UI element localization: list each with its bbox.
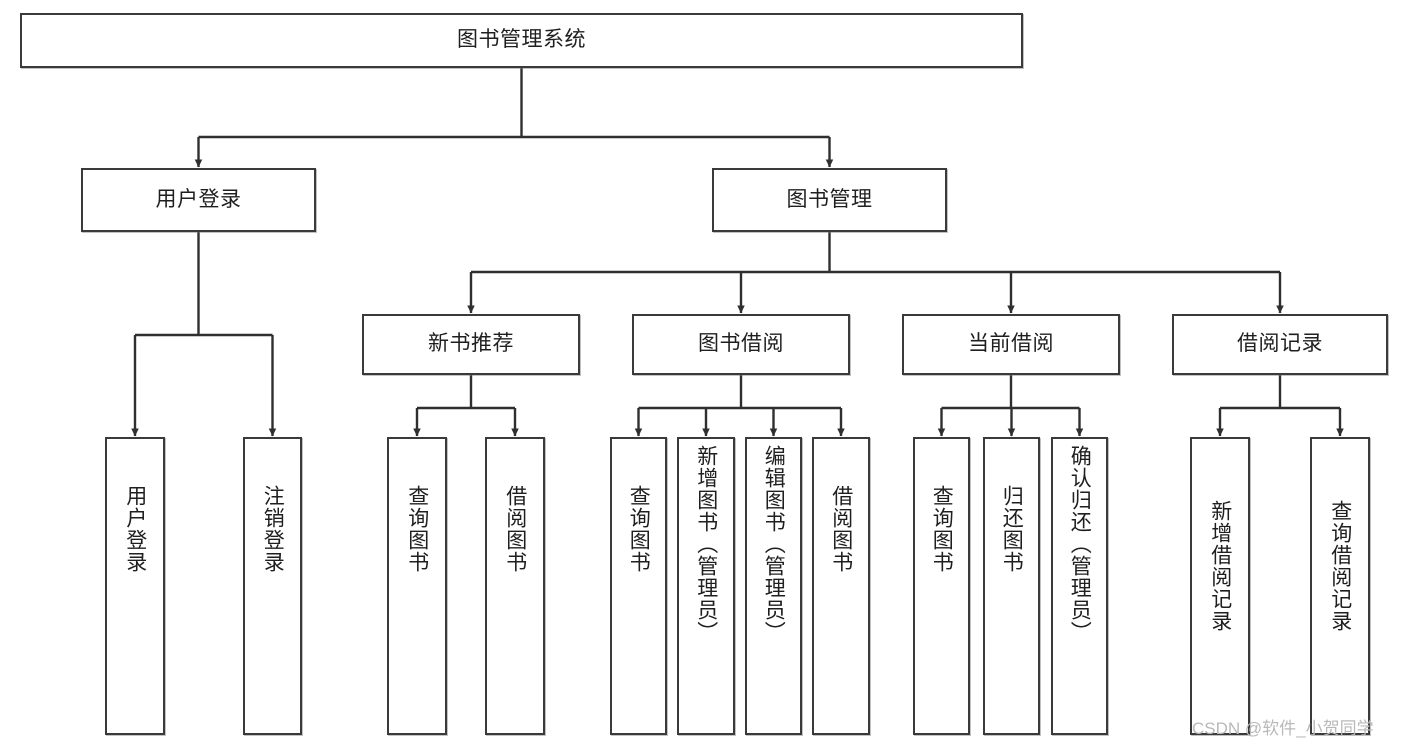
node-label-records: 借阅记录 xyxy=(1237,332,1323,356)
node-leaf-bo-borrow[interactable]: 借阅图书 xyxy=(812,437,870,735)
connector-lines xyxy=(131,68,1344,437)
node-label-leaf-bo-query: 查询图书 xyxy=(627,485,651,573)
node-leaf-cu-confirm[interactable]: 确认归还（管理员） xyxy=(1051,437,1108,735)
node-current[interactable]: 当前借阅 xyxy=(902,314,1120,375)
node-label-current: 当前借阅 xyxy=(968,332,1054,356)
node-leaf-rc-query[interactable]: 查询借阅记录 xyxy=(1310,437,1370,735)
node-leaf-nb-query[interactable]: 查询图书 xyxy=(387,437,447,735)
node-label-leaf-bo-add: 新增图书（管理员） xyxy=(694,445,718,643)
node-leaf-bo-query[interactable]: 查询图书 xyxy=(610,437,667,735)
node-label-leaf-rc-query: 查询借阅记录 xyxy=(1328,500,1352,632)
node-label-bookmgmt: 图书管理 xyxy=(786,187,873,211)
node-label-leaf-bo-edit: 编辑图书（管理员） xyxy=(762,445,786,643)
node-label-leaf-cu-confirm: 确认归还（管理员） xyxy=(1068,445,1092,643)
node-leaf-user-login[interactable]: 用户登录 xyxy=(105,437,165,735)
node-label-borrow: 图书借阅 xyxy=(698,332,784,356)
node-label-leaf-user-login: 用户登录 xyxy=(123,485,147,573)
node-label-newbook: 新书推荐 xyxy=(428,332,514,356)
node-leaf-nb-borrow[interactable]: 借阅图书 xyxy=(485,437,545,735)
node-leaf-cu-query[interactable]: 查询图书 xyxy=(913,437,970,735)
node-root[interactable]: 图书管理系统 xyxy=(20,13,1023,68)
node-label-leaf-bo-borrow: 借阅图书 xyxy=(829,485,853,573)
node-leaf-rc-add[interactable]: 新增借阅记录 xyxy=(1190,437,1250,735)
node-leaf-user-logout[interactable]: 注销登录 xyxy=(243,437,302,735)
node-label-leaf-nb-borrow: 借阅图书 xyxy=(503,485,527,573)
node-leaf-bo-add[interactable]: 新增图书（管理员） xyxy=(677,437,735,735)
node-label-login: 用户登录 xyxy=(155,187,242,211)
node-login[interactable]: 用户登录 xyxy=(81,168,316,232)
node-borrow[interactable]: 图书借阅 xyxy=(632,314,850,375)
node-label-leaf-rc-add: 新增借阅记录 xyxy=(1208,500,1232,632)
node-label-leaf-nb-query: 查询图书 xyxy=(405,485,429,573)
node-leaf-cu-return[interactable]: 归还图书 xyxy=(983,437,1040,735)
node-records[interactable]: 借阅记录 xyxy=(1172,314,1388,375)
node-leaf-bo-edit[interactable]: 编辑图书（管理员） xyxy=(745,437,802,735)
node-label-root: 图书管理系统 xyxy=(457,28,586,52)
watermark: CSDN @软件_小贺同学 xyxy=(1192,719,1374,738)
node-label-leaf-cu-query: 查询图书 xyxy=(930,485,954,573)
node-newbook[interactable]: 新书推荐 xyxy=(362,314,580,375)
node-label-leaf-user-logout: 注销登录 xyxy=(261,485,285,573)
node-label-leaf-cu-return: 归还图书 xyxy=(1000,485,1024,573)
node-bookmgmt[interactable]: 图书管理 xyxy=(712,168,947,232)
